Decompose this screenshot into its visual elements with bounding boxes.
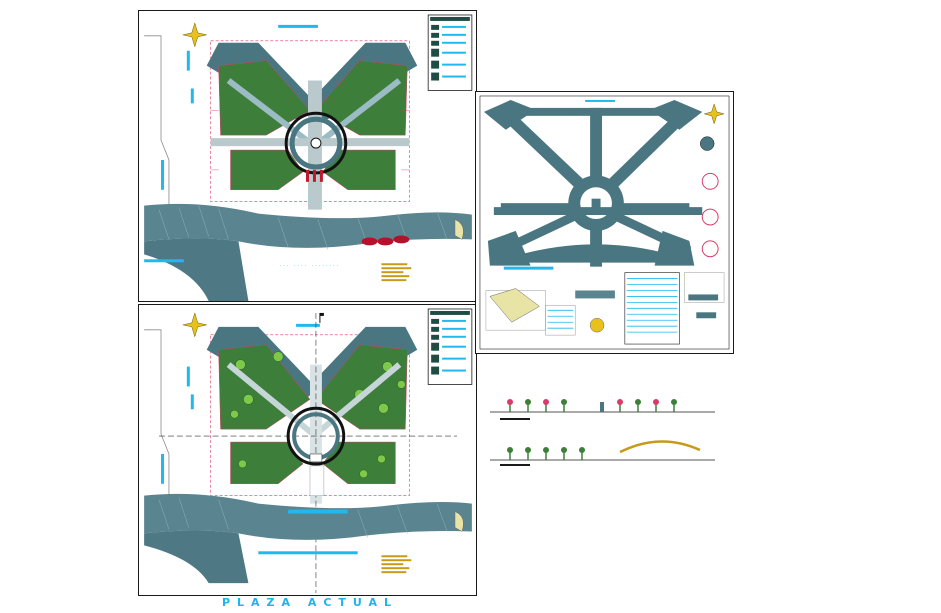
sheet-proposed-plan: ··· ···· ········ — [138, 10, 477, 302]
legend-proposed — [427, 14, 473, 91]
plaza-caption: PLAZA ACTUAL — [221, 596, 399, 609]
north-arrow-icon — [182, 312, 207, 338]
actual-plan-drawing — [144, 308, 473, 594]
flag-icon — [319, 312, 324, 323]
proposed-plan-drawing: ··· ···· ········ — [144, 14, 473, 301]
north-arrow-icon — [182, 22, 207, 48]
palm-icon — [507, 399, 677, 412]
sheet-actual-plan — [138, 304, 477, 596]
sheet-geometry-plan — [475, 91, 734, 354]
geometry-plan-drawing — [479, 95, 730, 350]
elevation-sections — [490, 399, 715, 466]
svg-text:··· ···· ········: ··· ···· ········ — [280, 263, 341, 269]
legend-actual — [427, 308, 473, 385]
north-arrow-icon — [703, 103, 726, 125]
